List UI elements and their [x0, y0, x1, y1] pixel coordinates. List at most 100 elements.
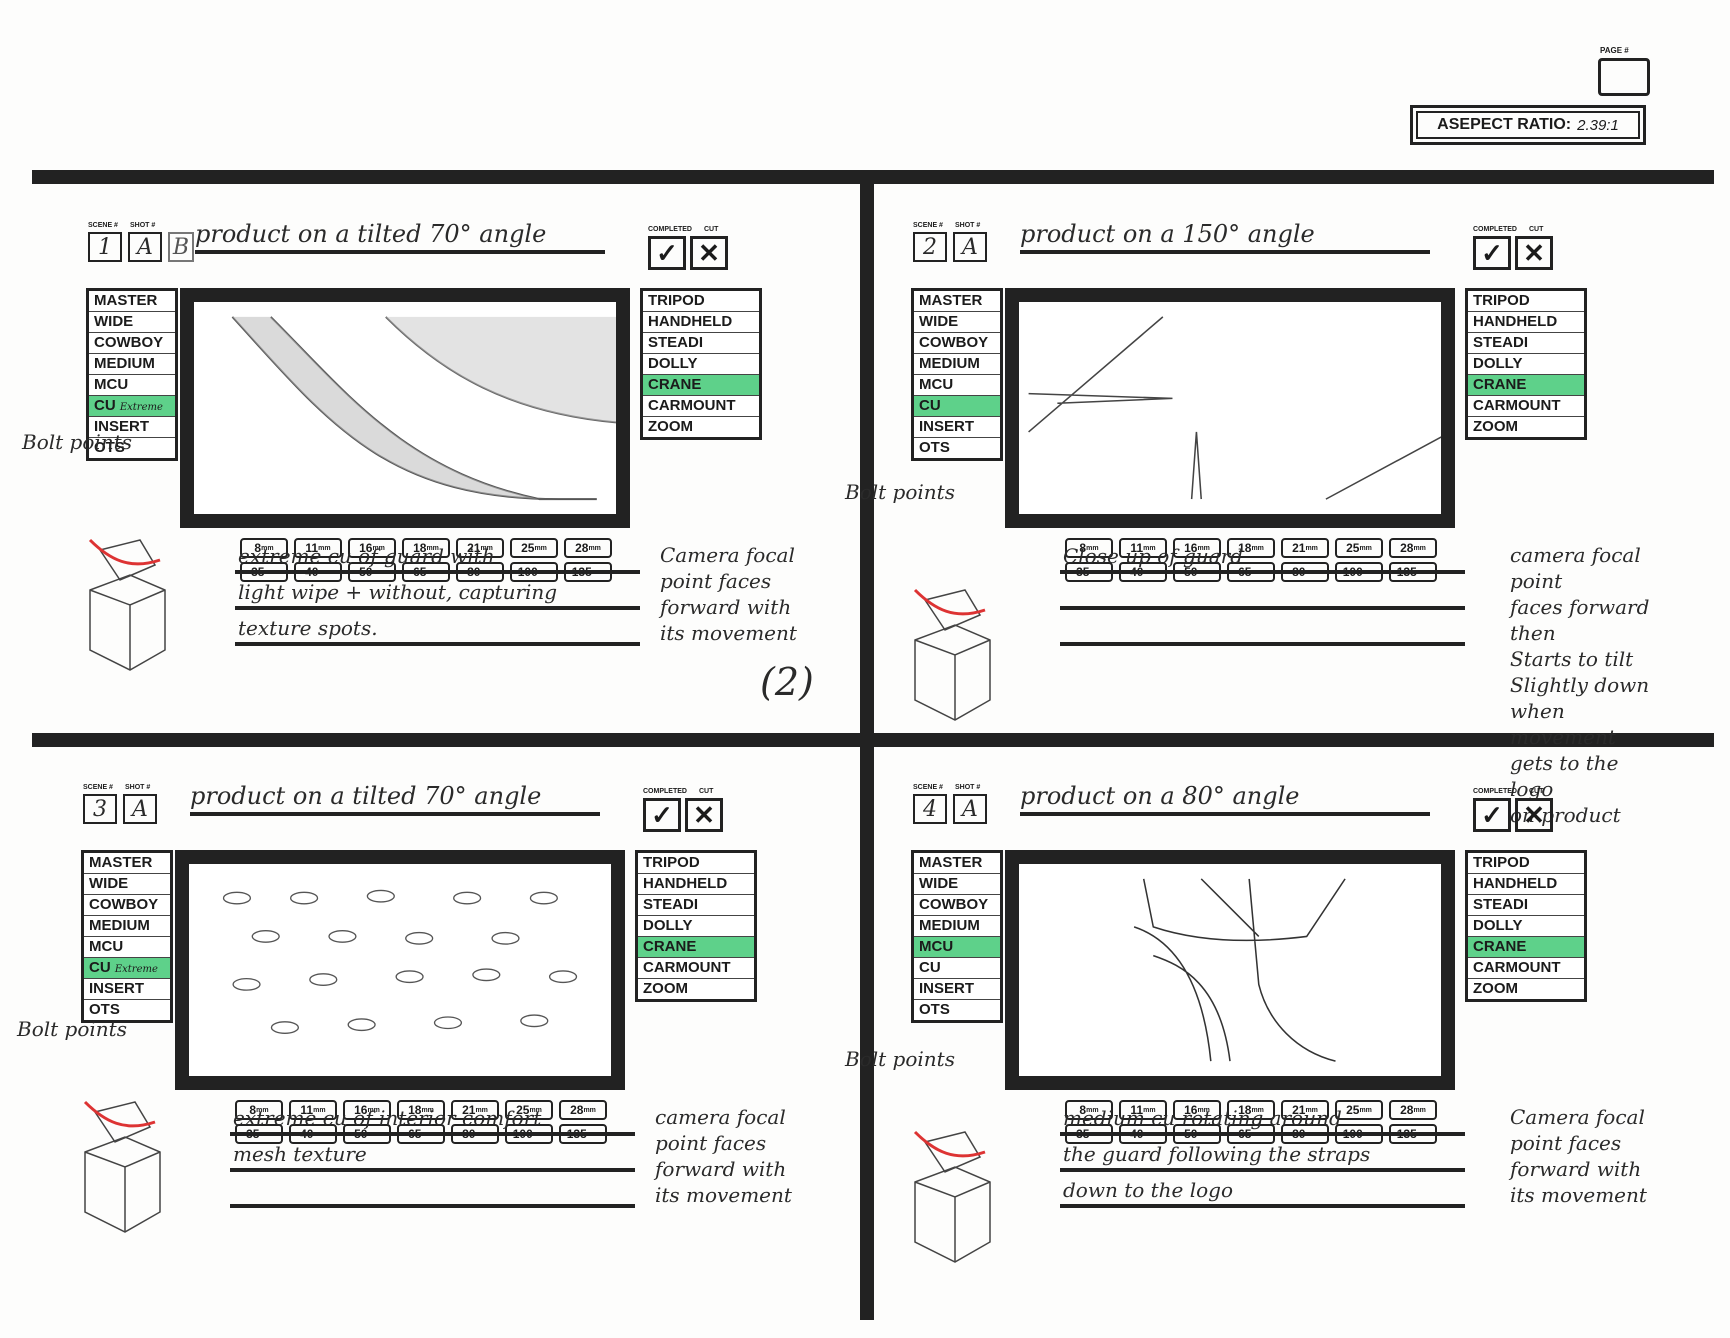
- movement-steadi[interactable]: STEADI: [638, 895, 754, 916]
- shot-letter-box[interactable]: A: [953, 794, 987, 824]
- completed-checkbox[interactable]: ✓: [643, 798, 681, 832]
- cut-checkbox[interactable]: ✕: [690, 236, 728, 270]
- cut-checkbox[interactable]: ✕: [685, 798, 723, 832]
- movement-zoom[interactable]: ZOOM: [1473, 980, 1518, 997]
- shot-type-wide[interactable]: WIDE: [914, 312, 1000, 333]
- movement-tripod[interactable]: TRIPOD: [643, 291, 759, 312]
- movement-crane[interactable]: CRANE: [638, 937, 754, 958]
- shot-type-mcu[interactable]: MCU: [84, 937, 170, 958]
- shot-type-master[interactable]: MASTER: [914, 291, 1000, 312]
- movement-crane[interactable]: CRANE: [643, 375, 759, 396]
- scene-number-box[interactable]: 3: [83, 794, 117, 824]
- shot-type-insert[interactable]: INSERT: [84, 979, 170, 1000]
- shot-type-ots[interactable]: OTS: [89, 438, 175, 458]
- shot-type-ots[interactable]: OTS: [914, 438, 1000, 458]
- shot-type-ots[interactable]: OTS: [914, 1000, 1000, 1020]
- movement-handheld[interactable]: HANDHELD: [1468, 874, 1584, 895]
- movement-tripod[interactable]: TRIPOD: [1468, 853, 1584, 874]
- shot-description[interactable]: product on a 150° angle: [1020, 220, 1430, 254]
- shot-type-insert[interactable]: INSERT: [914, 979, 1000, 1000]
- shot-type-cowboy[interactable]: COWBOY: [84, 895, 170, 916]
- shot-type-mcu[interactable]: MCU: [914, 937, 1000, 958]
- shot-extra-box[interactable]: B: [168, 232, 194, 262]
- shot-letter-box[interactable]: A: [123, 794, 157, 824]
- scene-number-box[interactable]: 2: [913, 232, 947, 262]
- shot-type-cowboy[interactable]: COWBOY: [89, 333, 175, 354]
- completed-checkbox[interactable]: ✓: [1473, 236, 1511, 270]
- movement-dolly[interactable]: DOLLY: [643, 354, 759, 375]
- cut-checkbox[interactable]: ✕: [1515, 798, 1553, 832]
- movement-handheld[interactable]: HANDHELD: [643, 312, 759, 333]
- movement-dolly[interactable]: DOLLY: [1468, 354, 1584, 375]
- movement-carmount[interactable]: CARMOUNT: [643, 396, 759, 417]
- shot-type-cowboy[interactable]: COWBOY: [914, 333, 1000, 354]
- movement-dolly[interactable]: DOLLY: [1468, 916, 1584, 937]
- shot-type-cu[interactable]: CU Extreme: [89, 396, 175, 417]
- movement-zoom[interactable]: ZOOM: [648, 418, 693, 435]
- shot-type-mcu[interactable]: MCU: [89, 375, 175, 396]
- movement-steadi[interactable]: STEADI: [1468, 333, 1584, 354]
- movement-zoom[interactable]: ZOOM: [1473, 418, 1518, 435]
- shot-type-insert[interactable]: INSERT: [914, 417, 1000, 438]
- shot-type-ots[interactable]: OTS: [84, 1000, 170, 1020]
- shot-type-medium[interactable]: MEDIUM: [914, 354, 1000, 375]
- shot-type-wide[interactable]: WIDE: [84, 874, 170, 895]
- shot-type-master[interactable]: MASTER: [914, 853, 1000, 874]
- shot-type-master[interactable]: MASTER: [84, 853, 170, 874]
- shot-type-wide[interactable]: WIDE: [89, 312, 175, 333]
- movement-carmount[interactable]: CARMOUNT: [1468, 958, 1584, 979]
- shot-type-medium[interactable]: MEDIUM: [84, 916, 170, 937]
- movement-crane[interactable]: CRANE: [1468, 937, 1584, 958]
- page-number-box[interactable]: [1598, 58, 1650, 96]
- scene-number-box[interactable]: 1: [88, 232, 122, 262]
- movement-zoom[interactable]: ZOOM: [643, 980, 688, 997]
- shot-type-mcu[interactable]: MCU: [914, 375, 1000, 396]
- shot-type-insert[interactable]: INSERT: [89, 417, 175, 438]
- shot-type-cowboy[interactable]: COWBOY: [914, 895, 1000, 916]
- scene-number-box[interactable]: 4: [913, 794, 947, 824]
- completed-checkbox[interactable]: ✓: [648, 236, 686, 270]
- shot-type-cu[interactable]: CU Extreme: [84, 958, 170, 979]
- shot-letter-box[interactable]: A: [128, 232, 162, 262]
- movement-handheld[interactable]: HANDHELD: [638, 874, 754, 895]
- shot-letter-box[interactable]: A: [953, 232, 987, 262]
- movement-carmount[interactable]: CARMOUNT: [638, 958, 754, 979]
- shot-type-medium[interactable]: MEDIUM: [89, 354, 175, 375]
- shot-type-cu[interactable]: CU: [914, 958, 1000, 979]
- shot-description[interactable]: product on a tilted 70° angle: [190, 782, 600, 816]
- movement-handheld[interactable]: HANDHELD: [1468, 312, 1584, 333]
- completed-checkbox[interactable]: ✓: [1473, 798, 1511, 832]
- movement-tripod[interactable]: TRIPOD: [638, 853, 754, 874]
- movement-tripod[interactable]: TRIPOD: [1468, 291, 1584, 312]
- movement-dolly[interactable]: DOLLY: [638, 916, 754, 937]
- movement-carmount[interactable]: CARMOUNT: [1468, 396, 1584, 417]
- shot-type-master[interactable]: MASTER: [89, 291, 175, 312]
- cut-checkbox[interactable]: ✕: [1515, 236, 1553, 270]
- shot-description[interactable]: product on a 80° angle: [1020, 782, 1430, 816]
